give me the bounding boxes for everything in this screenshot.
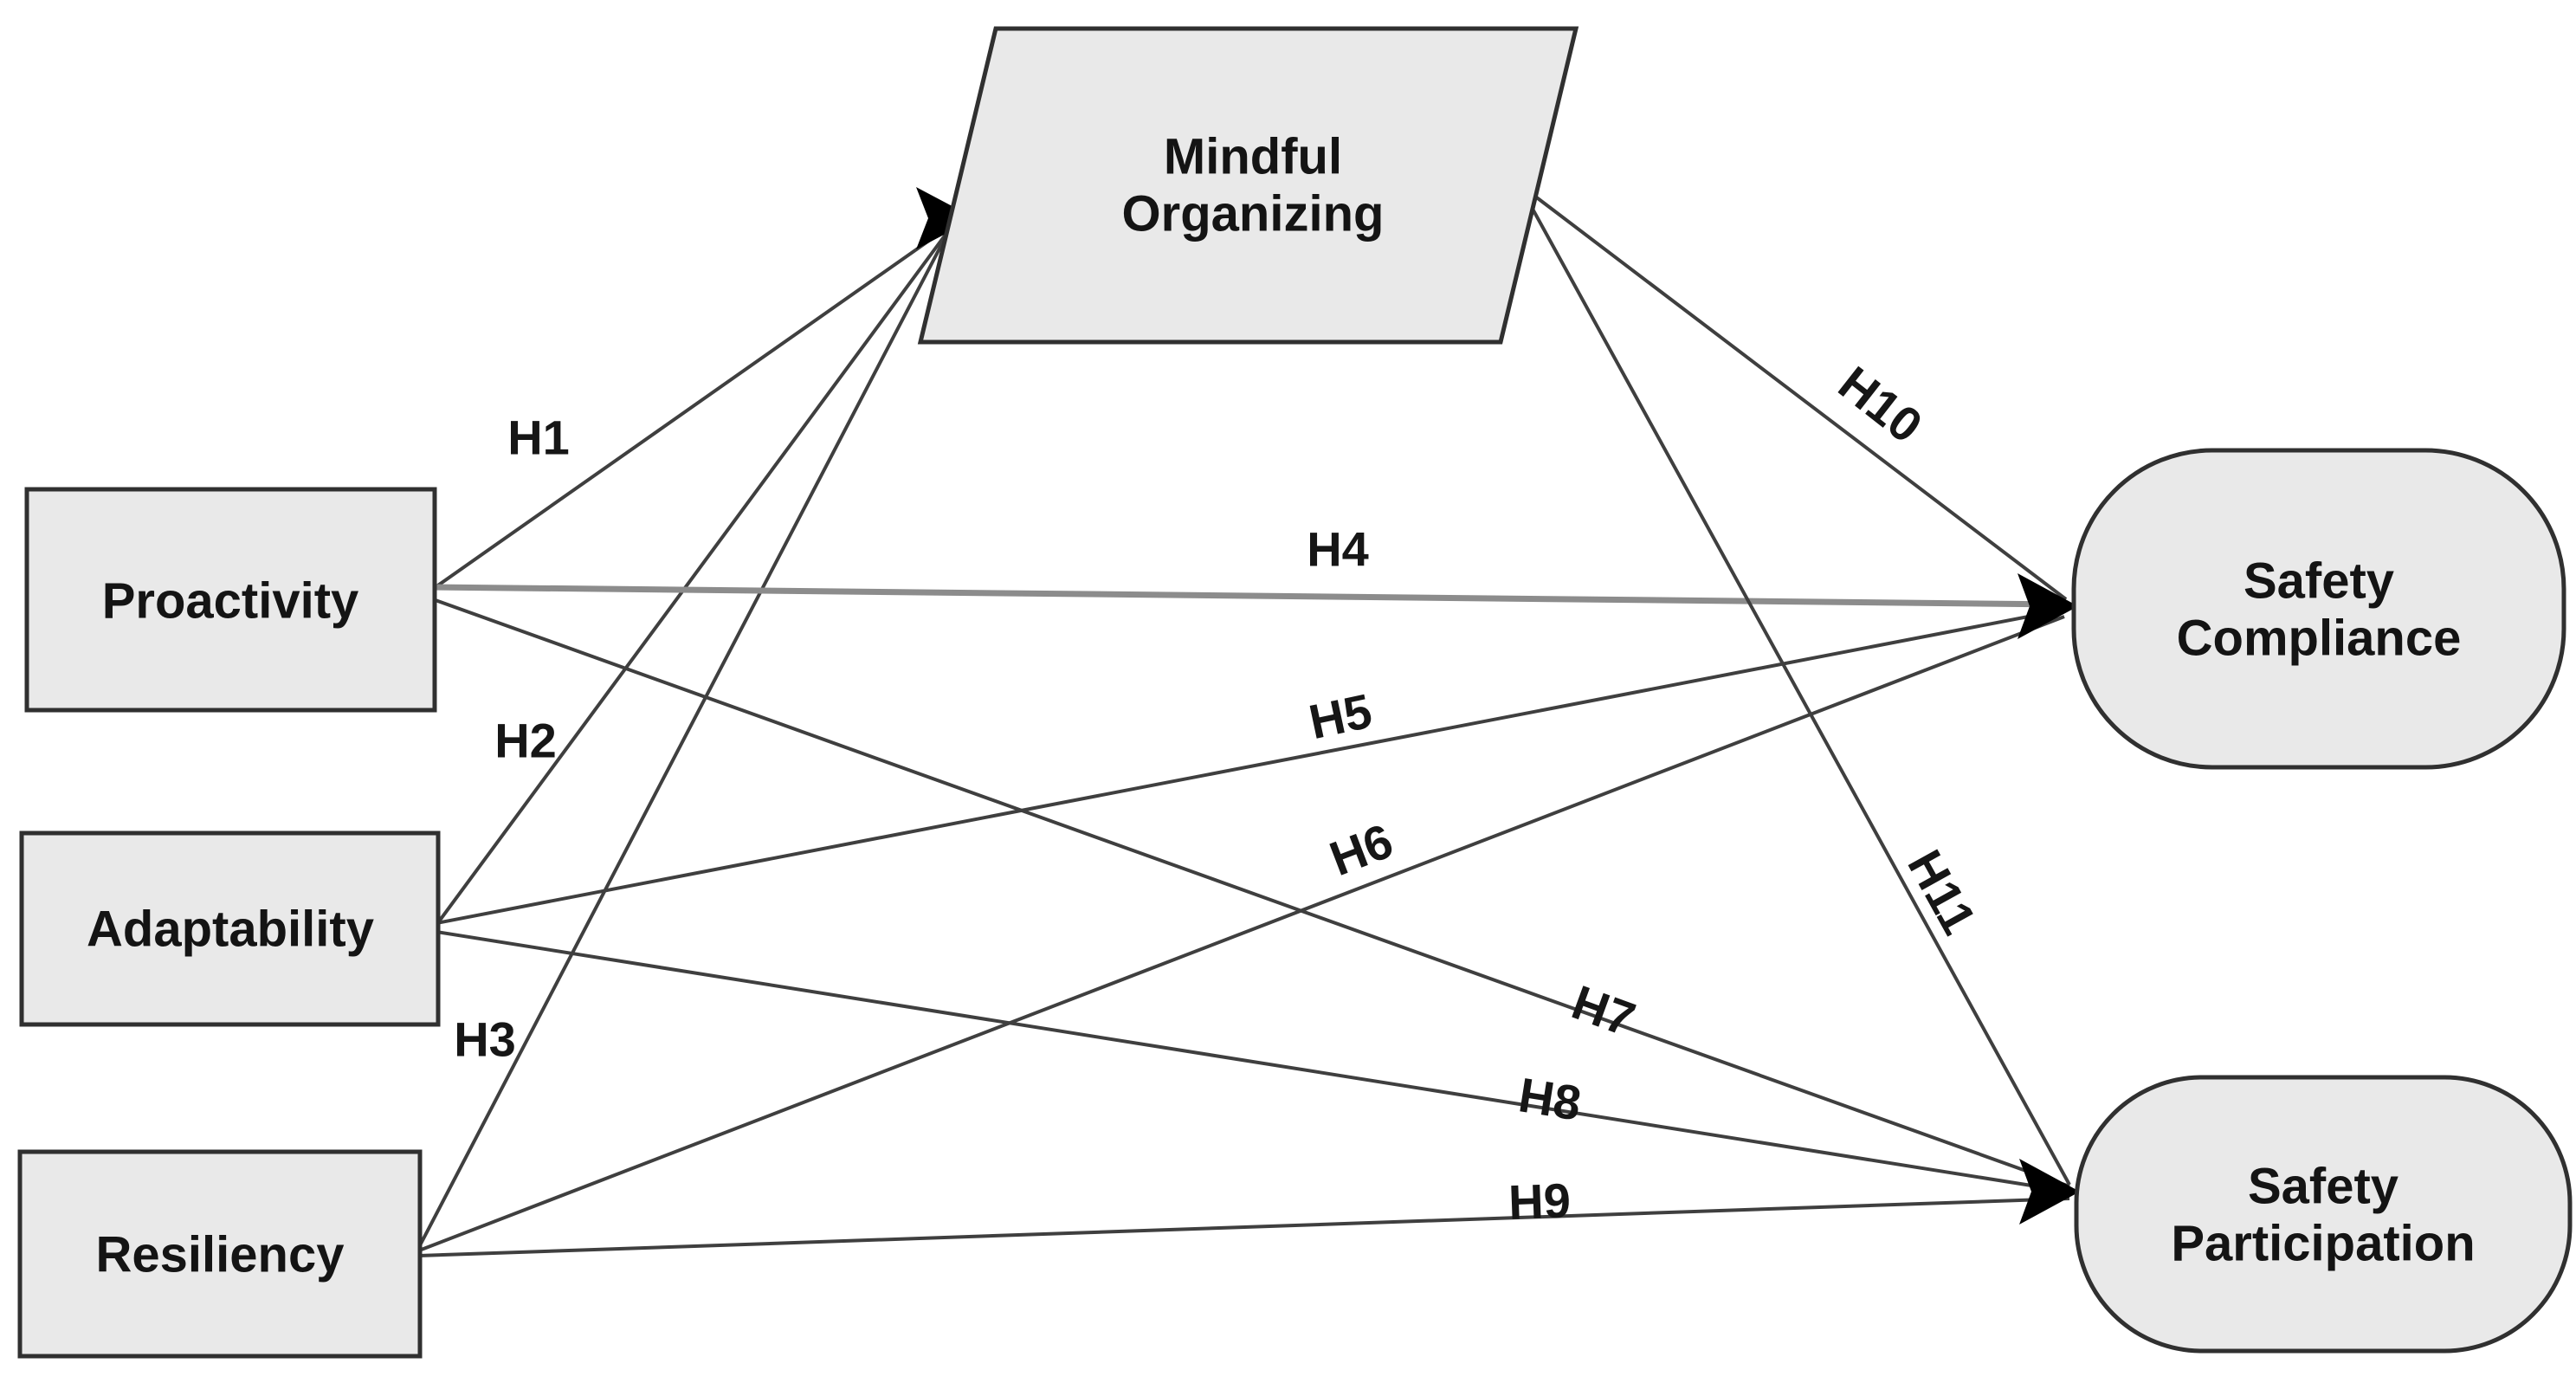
mindful-organizing-label-line-1: Organizing <box>1122 186 1385 242</box>
safety-participation-shape <box>2074 1075 2573 1354</box>
edge-label-h10: H10 <box>1829 356 1933 454</box>
safety-participation-label-line-0: Safety <box>2248 1159 2398 1215</box>
resiliency-label: Resiliency <box>96 1227 345 1283</box>
proactivity-label-line-0: Proactivity <box>102 573 359 630</box>
safety-compliance-label-line-1: Compliance <box>2177 611 2462 667</box>
mindful-organizing-shape <box>917 26 1579 345</box>
edge-label-h2: H2 <box>494 714 557 768</box>
edge-label-h6: H6 <box>1322 813 1399 886</box>
edge-h3-resiliency-to-mindful-organizing <box>417 229 951 1248</box>
edge-h4-proactivity-to-safety-compliance <box>432 584 2065 608</box>
edge-h2-adaptability-to-mindful-organizing <box>435 223 954 927</box>
node-adaptability: Adaptability <box>19 830 441 1027</box>
node-resiliency: Resiliency <box>17 1149 423 1359</box>
safety-compliance-shape <box>2071 448 2566 770</box>
proactivity-label: Proactivity <box>102 573 359 630</box>
mindful-organizing-label-line-0: Mindful <box>1164 129 1342 185</box>
arrowhead-into-safety-participation <box>2019 1159 2080 1225</box>
edge-h11-mindful-organizing-to-safety-participation <box>1527 202 2071 1186</box>
edge-h10-mindful-organizing-to-safety-compliance <box>1533 194 2068 601</box>
resiliency-label-line-0: Resiliency <box>96 1227 345 1283</box>
edge-label-h9: H9 <box>1508 1173 1572 1229</box>
edge-label-h7: H7 <box>1566 974 1643 1047</box>
adaptability-shape <box>19 830 441 1027</box>
edge-label-h1: H1 <box>507 410 570 465</box>
edge-h9-resiliency-to-safety-participation <box>418 1197 2070 1257</box>
edge-h1-proactivity-to-mindful-organizing <box>431 220 958 591</box>
arrowhead-into-mindful-organizing <box>916 187 975 249</box>
proactivity-shape <box>24 487 437 713</box>
edge-h7-proactivity-to-safety-participation <box>432 598 2070 1188</box>
safety-compliance-label-line-0: Safety <box>2244 553 2394 610</box>
edge-h6-resiliency-to-safety-compliance <box>418 615 2065 1252</box>
edge-h5-adaptability-to-safety-compliance <box>436 608 2065 925</box>
adaptability-label: Adaptability <box>87 902 374 958</box>
edge-label-h3: H3 <box>454 1012 516 1067</box>
edge-label-h5: H5 <box>1304 683 1376 750</box>
edge-label-h11: H11 <box>1897 841 1986 943</box>
edge-label-h4: H4 <box>1307 522 1369 577</box>
edge-h8-adaptability-to-safety-participation <box>436 930 2070 1193</box>
adaptability-label-line-0: Adaptability <box>87 902 374 958</box>
resiliency-shape <box>17 1149 423 1359</box>
edge-label-h8: H8 <box>1515 1067 1585 1130</box>
arrowhead-into-safety-compliance <box>2018 573 2078 639</box>
node-proactivity: Proactivity <box>24 487 437 713</box>
safety-participation-label-line-1: Participation <box>2171 1216 2475 1272</box>
